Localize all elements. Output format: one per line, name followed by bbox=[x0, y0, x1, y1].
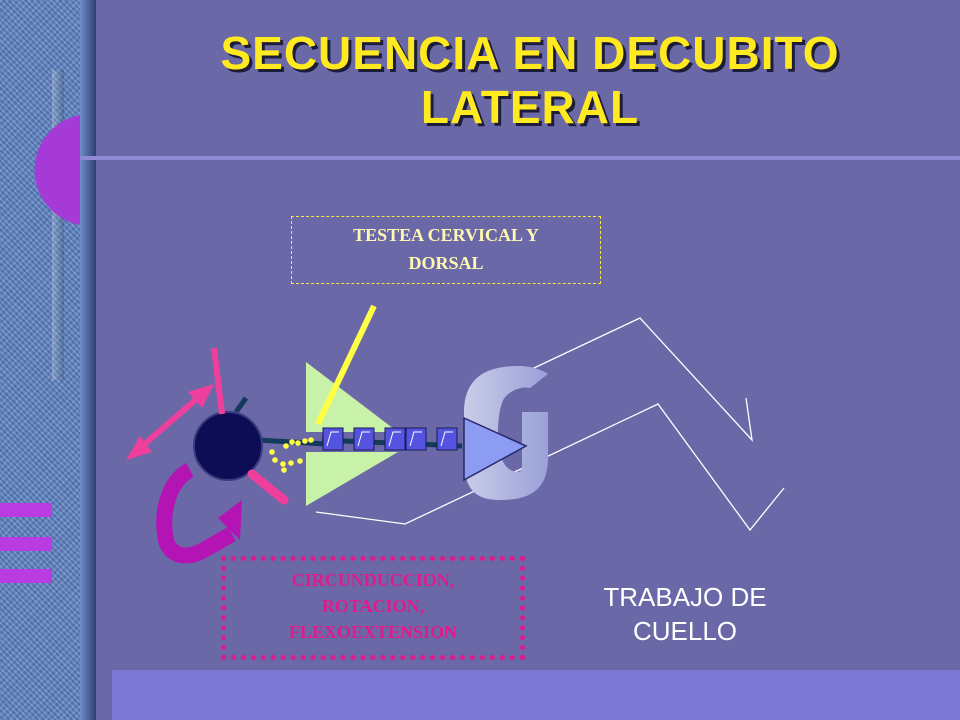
trabajo-line-1: TRABAJO DE bbox=[603, 582, 767, 612]
vertebra-1 bbox=[322, 427, 344, 451]
pelvis-triangle bbox=[463, 416, 528, 482]
upper-leg-line bbox=[499, 317, 753, 442]
vertebra-mark-3 bbox=[388, 431, 401, 447]
yellow-dots bbox=[269, 437, 314, 473]
head-circle bbox=[193, 411, 263, 481]
testea-label-box: TESTEA CERVICAL Y DORSAL bbox=[291, 216, 601, 284]
test-direction-line bbox=[315, 304, 377, 426]
magenta-arrowhead bbox=[218, 500, 242, 540]
left-panel-shadow bbox=[80, 0, 96, 720]
purple-half-circle bbox=[34, 115, 80, 225]
purple-bar-1 bbox=[0, 503, 52, 517]
vertebrae bbox=[322, 427, 458, 451]
shoulder-triangle-lower bbox=[306, 452, 398, 506]
circ-line-2: ROTACION, bbox=[321, 596, 425, 616]
testea-line-1: TESTEA CERVICAL Y bbox=[353, 225, 539, 245]
vertebra-2 bbox=[353, 427, 375, 451]
bottom-band bbox=[112, 670, 960, 720]
slide-title: SECUENCIA EN DECUBITO LATERAL bbox=[120, 26, 940, 134]
trabajo-label: TRABAJO DE CUELLO bbox=[580, 580, 790, 648]
shoulder-triangle-upper bbox=[306, 362, 398, 432]
title-underline bbox=[80, 156, 960, 160]
title-line-2: LATERAL bbox=[420, 81, 640, 133]
neck-short-line bbox=[233, 396, 249, 414]
vertebra-mark-1 bbox=[326, 431, 339, 447]
trabajo-line-2: CUELLO bbox=[632, 616, 738, 646]
lower-leg-line bbox=[315, 403, 785, 532]
pink-double-arrow-shaft bbox=[138, 393, 202, 451]
vertebra-mark-5 bbox=[440, 431, 453, 447]
vertebra-mark-4 bbox=[409, 431, 422, 447]
pink-arrowhead-left bbox=[126, 436, 152, 460]
testea-line-2: DORSAL bbox=[408, 253, 484, 273]
vertebra-4 bbox=[405, 427, 427, 451]
circ-line-1: CIRCUNDUCCION, bbox=[291, 570, 455, 590]
vertebra-mark-2 bbox=[357, 431, 370, 447]
circunduccion-label-box: CIRCUNDUCCION, ROTACION, FLEXOEXTENSION bbox=[221, 556, 525, 660]
purple-bar-3 bbox=[0, 569, 52, 583]
circ-line-3: FLEXOEXTENSION bbox=[288, 622, 458, 642]
purple-bar-2 bbox=[0, 537, 52, 551]
vertebra-5 bbox=[436, 427, 458, 451]
pink-arrowhead-right bbox=[188, 384, 214, 408]
vertebra-3 bbox=[384, 427, 406, 451]
title-line-1: SECUENCIA EN DECUBITO bbox=[220, 27, 840, 79]
pink-line-top bbox=[211, 347, 225, 415]
pink-line-bottom bbox=[247, 469, 289, 505]
magenta-curved-arrow bbox=[156, 462, 236, 564]
leg-lines bbox=[315, 317, 785, 532]
